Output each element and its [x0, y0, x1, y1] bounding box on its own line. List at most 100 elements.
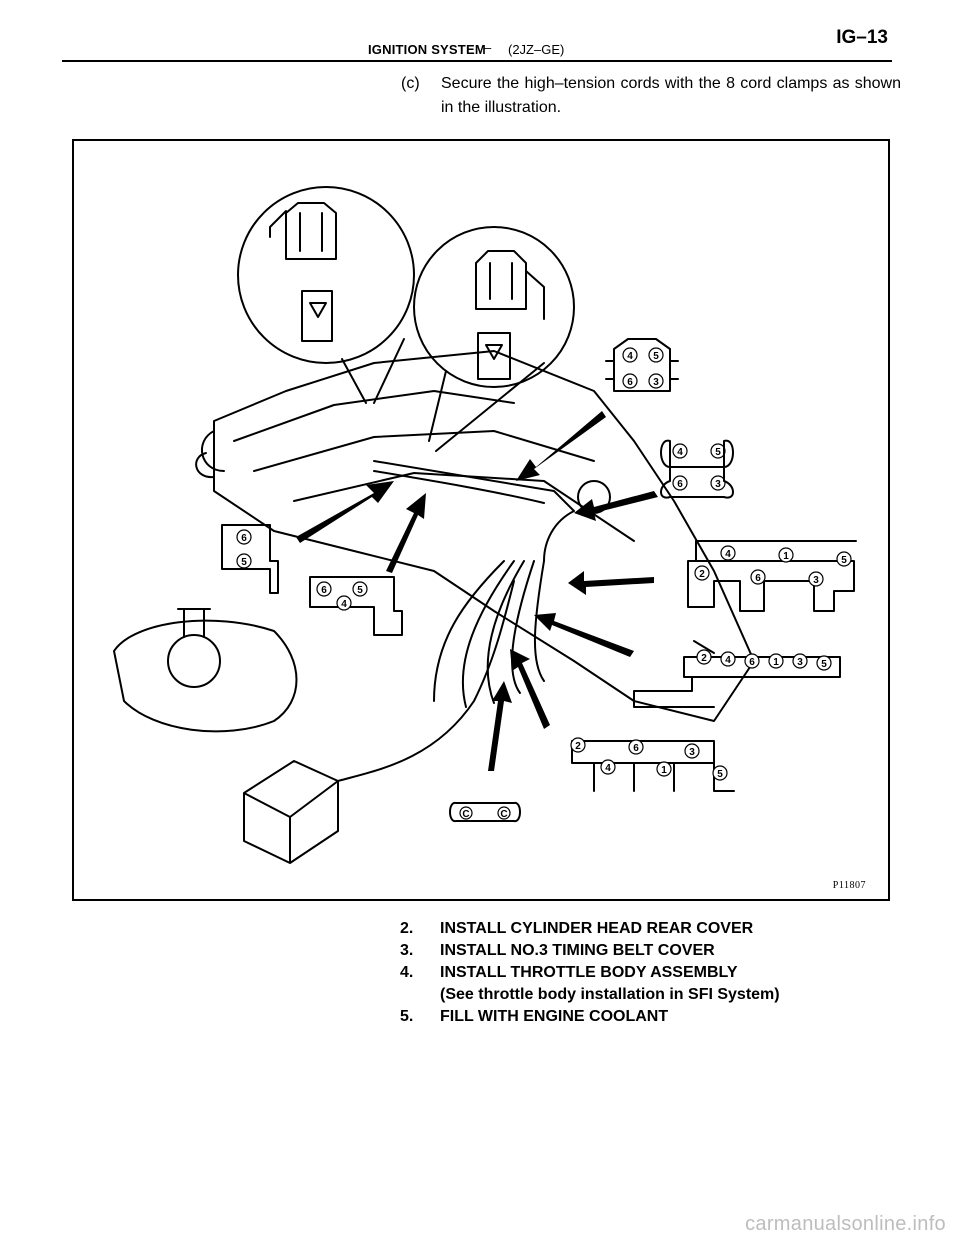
- svg-text:3: 3: [689, 747, 695, 758]
- step-number: 3.: [400, 942, 414, 959]
- illustration-drawing: 4 5 6 3 4 5 6 3 4 1 5 2 6 3 2 4: [113, 186, 857, 864]
- step-note: (See throttle body installation in SFI S…: [440, 986, 780, 1003]
- detail-leader-left: [341, 338, 405, 404]
- svg-text:C: C: [500, 809, 507, 820]
- step-number: 2.: [400, 920, 414, 937]
- arrow-8: [488, 681, 512, 771]
- step-list: 2. INSTALL CYLINDER HEAD REAR COVER 3. I…: [400, 918, 880, 1028]
- step-item: 5. FILL WITH ENGINE COOLANT: [400, 1006, 880, 1028]
- clamp-a-numbers: 4 5 6 3: [622, 347, 664, 389]
- svg-text:2: 2: [575, 741, 581, 752]
- clamp-detail-left: [269, 202, 337, 260]
- engine-end: [195, 430, 225, 479]
- arrow-7: [510, 649, 550, 729]
- clamp-d-numbers: 2 4 6 1 3 5: [696, 649, 832, 671]
- engine-ridges: [233, 390, 635, 542]
- svg-text:5: 5: [821, 659, 827, 670]
- engine-block-outline: [213, 350, 755, 722]
- step-text: FILL WITH ENGINE COOLANT: [440, 1008, 669, 1025]
- svg-text:2: 2: [699, 569, 705, 580]
- step-c-text: Secure the high–tension cords with the 8…: [441, 75, 901, 116]
- svg-text:4: 4: [677, 447, 683, 458]
- svg-text:C: C: [462, 809, 469, 820]
- detail-leader-right: [428, 362, 545, 452]
- svg-text:1: 1: [661, 765, 667, 776]
- svg-text:6: 6: [633, 743, 639, 754]
- spark-plug-cords: [433, 560, 545, 708]
- svg-text:6: 6: [627, 377, 633, 388]
- svg-text:4: 4: [627, 351, 633, 362]
- svg-text:3: 3: [715, 479, 721, 490]
- step-item: 2. INSTALL CYLINDER HEAD REAR COVER: [400, 918, 880, 940]
- strut-mount: [167, 634, 221, 688]
- svg-text:4: 4: [725, 655, 731, 666]
- cord-clamp-illustration: 4 5 6 3 4 5 6 3 4 1 5 2 6 3 2 4: [72, 139, 890, 901]
- strut-bolt: [177, 608, 211, 638]
- svg-text:5: 5: [715, 447, 721, 458]
- svg-text:3: 3: [653, 377, 659, 388]
- step-text: INSTALL CYLINDER HEAD REAR COVER: [440, 920, 754, 937]
- arrow-2: [386, 493, 426, 573]
- step-number: 5.: [400, 1008, 414, 1025]
- detail-circle-right: [413, 226, 575, 388]
- svg-text:6: 6: [677, 479, 683, 490]
- svg-text:6: 6: [755, 573, 761, 584]
- svg-text:2: 2: [701, 653, 707, 664]
- detail-circle-left: [237, 186, 415, 364]
- svg-text:4: 4: [605, 763, 611, 774]
- engine-code: (2JZ–GE): [508, 42, 565, 57]
- step-item: 4. INSTALL THROTTLE BODY ASSEMBLY: [400, 962, 880, 984]
- clamp-g-numbers: 6 5 4: [316, 581, 368, 611]
- svg-text:1: 1: [783, 551, 789, 562]
- header-rule: [62, 60, 892, 62]
- figure-code: P11807: [832, 880, 866, 891]
- strut-tower: [113, 619, 298, 733]
- svg-text:6: 6: [749, 657, 755, 668]
- step-text: INSTALL NO.3 TIMING BELT COVER: [440, 942, 715, 959]
- svg-text:3: 3: [797, 657, 803, 668]
- arrow-1: [296, 481, 394, 543]
- clamp-f-diagram: [221, 524, 279, 594]
- ignition-coil: [243, 760, 339, 864]
- step-c-marker: (c): [401, 75, 420, 92]
- clamp-d-diagram: [633, 640, 841, 708]
- arrow-5: [568, 571, 654, 595]
- clamp-h-numbers: C C: [459, 806, 511, 820]
- svg-text:4: 4: [341, 599, 347, 610]
- step-item: 3. INSTALL NO.3 TIMING BELT COVER: [400, 940, 880, 962]
- svg-text:1: 1: [773, 657, 779, 668]
- svg-text:5: 5: [357, 585, 363, 596]
- clamp-detail-right: [475, 250, 545, 320]
- clamp-g-diagram: [309, 576, 403, 636]
- svg-text:5: 5: [717, 769, 723, 780]
- step-item: (See throttle body installation in SFI S…: [400, 984, 880, 1006]
- page-header: IGNITION SYSTEM – (2JZ–GE) IG–13: [62, 20, 892, 62]
- section-title: IGNITION SYSTEM: [368, 42, 486, 57]
- svg-text:4: 4: [725, 549, 731, 560]
- clamp-tab-left: [301, 290, 333, 342]
- svg-text:5: 5: [841, 555, 847, 566]
- svg-text:5: 5: [653, 351, 659, 362]
- clamp-f-numbers: 6 5: [236, 529, 252, 569]
- clamp-c-diagram: [687, 540, 857, 612]
- clamp-e-numbers: 2 6 3 4 1 5: [570, 737, 728, 781]
- clamp-c-numbers: 4 1 5 2 6 3: [694, 545, 852, 587]
- page-number: IG–13: [836, 27, 888, 48]
- step-number: 4.: [400, 964, 414, 981]
- svg-text:6: 6: [321, 585, 327, 596]
- svg-text:3: 3: [813, 575, 819, 586]
- arrow-3: [516, 411, 606, 481]
- coil-cord: [337, 580, 515, 782]
- arrow-4: [574, 491, 658, 521]
- step-text: INSTALL THROTTLE BODY ASSEMBLY: [440, 964, 738, 981]
- clamp-e-diagram: [571, 740, 735, 792]
- arrow-6: [534, 613, 634, 657]
- svg-text:6: 6: [241, 533, 247, 544]
- clamp-b-numbers: 4 5 6 3: [672, 443, 726, 491]
- watermark: carmanualsonline.info: [745, 1213, 946, 1235]
- upper-cords: [373, 460, 575, 562]
- clamp-b-diagram: [660, 439, 734, 499]
- clamp-h-diagram: [449, 802, 521, 822]
- svg-text:5: 5: [241, 557, 247, 568]
- clamp-a-diagram: [605, 338, 679, 392]
